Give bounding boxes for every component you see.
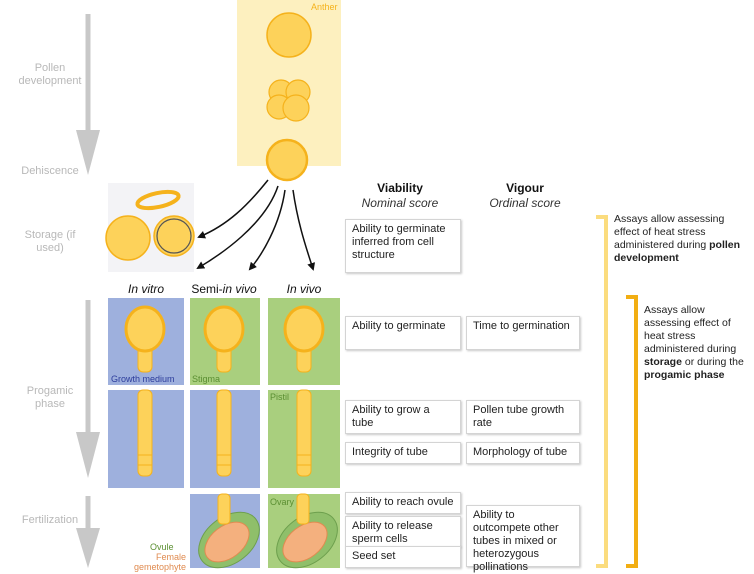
note-first-bold: pollen development xyxy=(614,239,741,264)
note-second-bold-progamic: progamic phase xyxy=(644,369,725,381)
mature-pollen-grain xyxy=(265,138,309,182)
viability-seed-set: Seed set xyxy=(345,546,461,568)
note-second-mid: or during the xyxy=(684,356,744,368)
vigour-morphology: Morphology of tube xyxy=(466,442,580,464)
stage-fertilization: Fertilization xyxy=(21,514,79,526)
pollen-tube-invitro xyxy=(137,389,153,477)
pollen-tetrad xyxy=(266,79,311,122)
viability-reach-ovule: Ability to reach ovule xyxy=(345,492,461,514)
stage-progamic: Progamic phase xyxy=(26,385,74,410)
viability-germinate: Ability to germinate xyxy=(345,316,461,350)
germinating-grain-invitro xyxy=(124,305,166,373)
vigour-time-germination: Time to germination xyxy=(466,316,580,350)
note-second-bold-storage: storage xyxy=(644,356,682,368)
stage-storage: Storage (if used) xyxy=(24,229,76,254)
col-semi-in-vivo: Semi-in vivo xyxy=(182,282,266,296)
stored-pollen-grain-inner xyxy=(153,215,195,257)
header-ordinal-score: Ordinal score xyxy=(489,196,561,210)
stage-pollen-development: Pollen development xyxy=(18,62,82,87)
header-vigour: Vigour xyxy=(506,181,544,195)
open-pollen-grain-icon xyxy=(135,189,181,211)
label-female-gametophyte: Female gemetophyte xyxy=(133,552,186,572)
note-storage-progamic: Assays allow assessing effect of heat st… xyxy=(644,304,752,382)
pollen-mother-cell xyxy=(266,12,312,58)
stored-pollen-grain xyxy=(105,215,151,261)
pollen-tube-invivo xyxy=(296,389,312,477)
note-pollen-development: Assays allow assessing effect of heat st… xyxy=(614,213,750,265)
note-first-text: Assays allow assessing effect of heat st… xyxy=(614,213,725,251)
label-ovule: Ovule xyxy=(150,542,174,552)
stage-arrow-progamic xyxy=(76,300,100,478)
header-viability: Viability xyxy=(377,181,423,195)
label-pistil: Pistil xyxy=(270,392,290,402)
col-semi-prefix: Semi- xyxy=(191,282,223,296)
germinating-grain-semi xyxy=(203,305,245,373)
pollen-tube-semi xyxy=(216,389,232,477)
vigour-outcompete: Ability to outcompete other tubes in mix… xyxy=(466,505,580,573)
pathway-arrows xyxy=(196,179,316,271)
stage-dehiscence: Dehiscence xyxy=(21,165,79,177)
germinating-grain-invivo xyxy=(283,305,325,373)
stage-arrow-fertilization xyxy=(76,496,100,568)
ovule-invivo xyxy=(276,493,338,569)
col-in-vivo: In vivo xyxy=(286,282,322,296)
header-nominal-score: Nominal score xyxy=(361,196,439,210)
label-growth-medium: Growth medium xyxy=(111,374,175,384)
bracket-pollen-development xyxy=(596,215,608,568)
stage-arrow-top xyxy=(76,14,100,175)
viability-integrity: Integrity of tube xyxy=(345,442,461,464)
col-in-vitro: In vitro xyxy=(127,282,164,296)
viability-structure: Ability to germinate inferred from cell … xyxy=(345,219,461,273)
bracket-storage-progamic xyxy=(626,295,638,568)
viability-grow-tube: Ability to grow a tube xyxy=(345,400,461,434)
viability-release-sperm: Ability to release sperm cells xyxy=(345,516,461,547)
label-ovary: Ovary xyxy=(270,497,295,507)
vigour-growth-rate: Pollen tube growth rate xyxy=(466,400,580,434)
label-anther: Anther xyxy=(311,2,338,12)
note-second-text: Assays allow assessing effect of heat st… xyxy=(644,304,737,355)
ovule-semi xyxy=(198,493,260,569)
label-stigma: Stigma xyxy=(192,374,221,384)
col-semi-suffix: in vivo xyxy=(222,282,257,296)
